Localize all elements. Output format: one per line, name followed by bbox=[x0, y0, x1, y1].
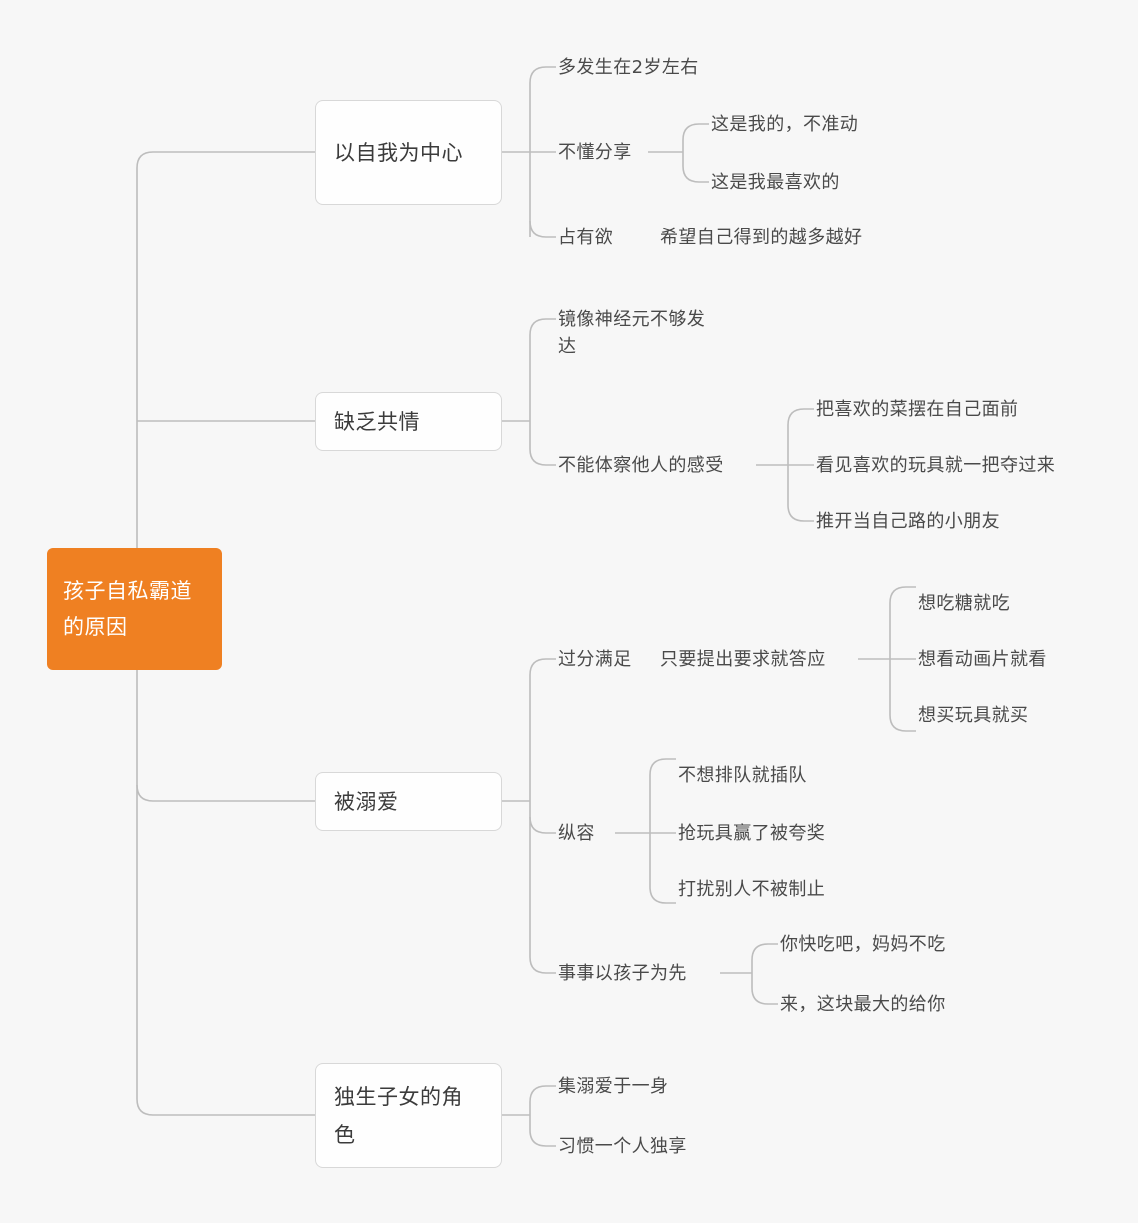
leaf-node[interactable]: 纵容 bbox=[558, 823, 595, 844]
link-trunk-branch-3 bbox=[136, 1098, 315, 1116]
leaf-node[interactable]: 希望自己得到的越多越好 bbox=[660, 227, 863, 248]
link-branch-1-child-0 bbox=[529, 318, 556, 336]
leaf-node[interactable]: 镜像神经元不够发达 bbox=[558, 309, 706, 357]
leaf-node[interactable]: 想看动画片就看 bbox=[918, 649, 1047, 670]
link-branch-2-child-1 bbox=[529, 816, 556, 834]
leaf-node[interactable]: 这是我的，不准动 bbox=[711, 114, 859, 135]
leaf-node[interactable]: 集溺爱于一身 bbox=[558, 1076, 669, 1097]
link-b1c1-sub-2 bbox=[787, 504, 814, 522]
link-branch-0-child-2 bbox=[529, 220, 556, 238]
link-b2c1-sub-2 bbox=[649, 886, 676, 904]
leaf-node[interactable]: 多发生在2岁左右 bbox=[558, 57, 699, 78]
link-b2c0-sub-0 bbox=[889, 586, 916, 604]
link-trunk-branch-0 bbox=[136, 151, 315, 169]
leaf-node[interactable]: 想买玩具就买 bbox=[918, 705, 1029, 726]
link-b2c2-sub-1 bbox=[751, 987, 778, 1005]
link-branch-0-child-0 bbox=[529, 66, 556, 84]
branch-node-lack-empathy[interactable]: 缺乏共情 bbox=[315, 392, 502, 451]
leaf-node[interactable]: 不懂分享 bbox=[558, 142, 632, 163]
leaf-node[interactable]: 占有欲 bbox=[558, 227, 614, 248]
leaf-node[interactable]: 过分满足 bbox=[558, 649, 632, 670]
link-branch-3-child-0 bbox=[529, 1085, 556, 1103]
branch-node-self-centered[interactable]: 以自我为中心 bbox=[315, 100, 502, 205]
branch-node-only-child[interactable]: 独生子女的角色 bbox=[315, 1063, 502, 1168]
leaf-node[interactable]: 这是我最喜欢的 bbox=[711, 172, 840, 193]
leaf-node[interactable]: 不想排队就插队 bbox=[678, 765, 807, 786]
leaf-node[interactable]: 习惯一个人独享 bbox=[558, 1136, 687, 1157]
link-b2c2-sub-0 bbox=[751, 943, 778, 961]
leaf-node[interactable]: 不能体察他人的感受 bbox=[558, 455, 724, 476]
leaf-node[interactable]: 你快吃吧，妈妈不吃 bbox=[780, 934, 946, 955]
leaf-node[interactable]: 只要提出要求就答应 bbox=[660, 649, 826, 670]
link-branch-2-child-2 bbox=[529, 956, 556, 974]
link-branch-2-child-0 bbox=[529, 658, 556, 676]
leaf-node[interactable]: 打扰别人不被制止 bbox=[678, 879, 826, 900]
branch-node-label: 缺乏共情 bbox=[334, 409, 420, 434]
link-b2c0-sub-2 bbox=[889, 714, 916, 732]
root-node[interactable]: 孩子自私霸道的原因 bbox=[47, 548, 222, 670]
link-b1c1-sub-0 bbox=[787, 408, 814, 426]
leaf-node[interactable]: 看见喜欢的玩具就一把夺过来 bbox=[816, 455, 1056, 476]
link-b0c1-sub-0 bbox=[682, 123, 709, 141]
branch-node-label: 被溺爱 bbox=[334, 789, 399, 814]
root-node-label: 孩子自私霸道的原因 bbox=[63, 579, 192, 639]
branch-node-spoiled[interactable]: 被溺爱 bbox=[315, 772, 502, 831]
leaf-node[interactable]: 推开当自己路的小朋友 bbox=[816, 511, 1000, 532]
leaf-node[interactable]: 抢玩具赢了被夸奖 bbox=[678, 823, 826, 844]
leaf-node[interactable]: 想吃糖就吃 bbox=[918, 593, 1010, 614]
link-trunk-branch-2 bbox=[136, 784, 315, 802]
link-branch-1-child-1 bbox=[529, 448, 556, 466]
leaf-node[interactable]: 来，这块最大的给你 bbox=[780, 994, 946, 1015]
link-b0c1-sub-1 bbox=[682, 165, 709, 183]
leaf-node[interactable]: 事事以孩子为先 bbox=[558, 963, 687, 984]
leaf-node[interactable]: 把喜欢的菜摆在自己面前 bbox=[816, 399, 1019, 420]
link-b2c1-sub-0 bbox=[649, 758, 676, 776]
link-branch-3-child-1 bbox=[529, 1129, 556, 1147]
branch-node-label: 独生子女的角色 bbox=[334, 1084, 463, 1147]
branch-node-label: 以自我为中心 bbox=[334, 140, 463, 165]
